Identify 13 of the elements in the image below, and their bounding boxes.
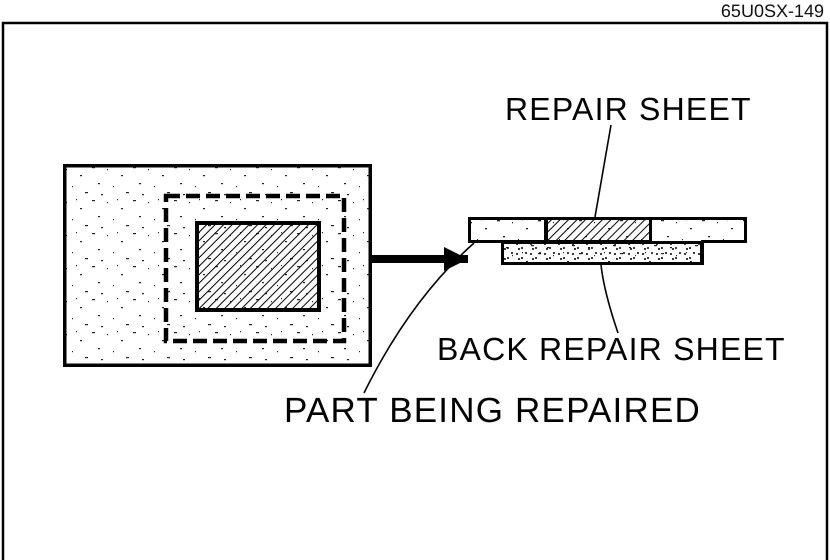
damaged-panel-drawing [63,164,372,367]
callout-label: PART BEING REPAIRED [284,393,701,428]
figure-code: 65U0SX-149 [720,2,824,20]
hatched-repair-sheet [545,217,652,243]
leader-line [600,264,619,334]
panel-section [468,217,547,243]
cross-section-drawing [468,217,747,265]
callout-label: BACK REPAIR SHEET [437,333,786,365]
callout-label: REPAIR SHEET [505,93,752,125]
dotted-backing-sheet [501,241,703,265]
arrow [372,247,468,271]
leader-line [594,124,612,218]
leader-line [363,242,475,394]
